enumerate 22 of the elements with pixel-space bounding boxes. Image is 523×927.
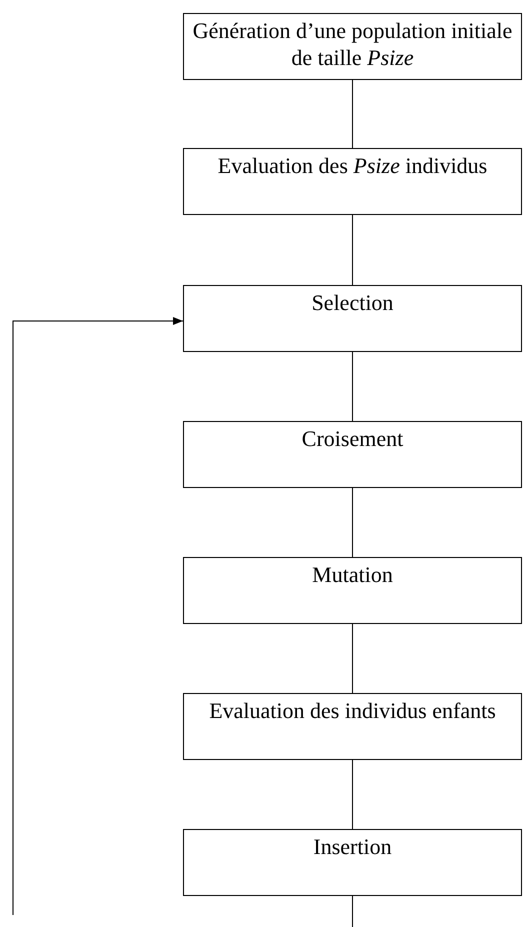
connector-line	[12, 317, 184, 916]
process-box	[183, 285, 522, 352]
connector-line	[352, 80, 353, 148]
box-label: Selection	[312, 289, 394, 316]
connector-line	[352, 896, 353, 927]
box-label: Mutation	[312, 561, 393, 588]
process-box	[183, 421, 522, 488]
box-label: Evaluation des individus enfants	[209, 697, 496, 724]
connector-line	[352, 624, 353, 694]
process-box	[183, 148, 522, 215]
box-label: Génération d’une population initiale de taille Psize	[192, 17, 514, 71]
box-label: Insertion	[313, 833, 392, 860]
box-label: Croisement	[302, 425, 404, 452]
process-box	[183, 13, 522, 80]
process-box	[183, 829, 522, 896]
box-label: Evaluation des Psize individus	[218, 152, 488, 179]
process-box	[183, 693, 522, 760]
connector-line	[352, 760, 353, 830]
connector-line	[352, 488, 353, 558]
connector-line	[352, 352, 353, 422]
process-box	[183, 557, 522, 624]
connector-line	[352, 214, 353, 286]
